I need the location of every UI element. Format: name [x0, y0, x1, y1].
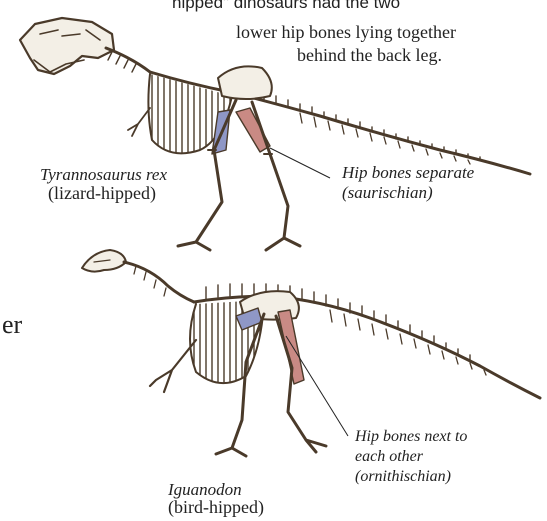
iguanodon-arm — [150, 340, 196, 392]
trex-pubis — [236, 108, 270, 152]
trex-skull — [20, 18, 114, 74]
iguanodon-leg-front — [276, 316, 326, 452]
iguanodon-group-label: (bird-hipped) — [168, 497, 264, 518]
trex-name-label: Tyrannosaurus rex — [40, 165, 167, 185]
trex-group-label: (lizard-hipped) — [48, 183, 156, 204]
iguanodon-callout-label-1: Hip bones next to — [355, 428, 467, 446]
trex-tail-vertebrae — [240, 87, 480, 160]
trex-ilium — [218, 66, 272, 99]
iguanodon-skeleton — [82, 250, 540, 456]
caption-line-1: hipped" dinosaurs had the two — [172, 0, 400, 13]
iguanodon-callout-label-3: (ornithischian) — [355, 468, 451, 486]
trex-skeleton — [20, 18, 530, 250]
iguanodon-callout-label-2: each other — [355, 448, 423, 466]
iguanodon-neck — [124, 262, 194, 302]
trex-callout-label-2: (saurischian) — [342, 183, 433, 203]
trex-arm — [128, 108, 150, 136]
trex-callout-label-1: Hip bones separate — [342, 163, 474, 183]
caption-line-3: behind the back leg. — [297, 45, 442, 66]
caption-line-2: lower hip bones lying together — [236, 22, 456, 43]
trex-leg-front — [252, 102, 300, 250]
cropped-text-fragment: er — [2, 310, 22, 340]
trex-callout-line — [270, 148, 330, 178]
